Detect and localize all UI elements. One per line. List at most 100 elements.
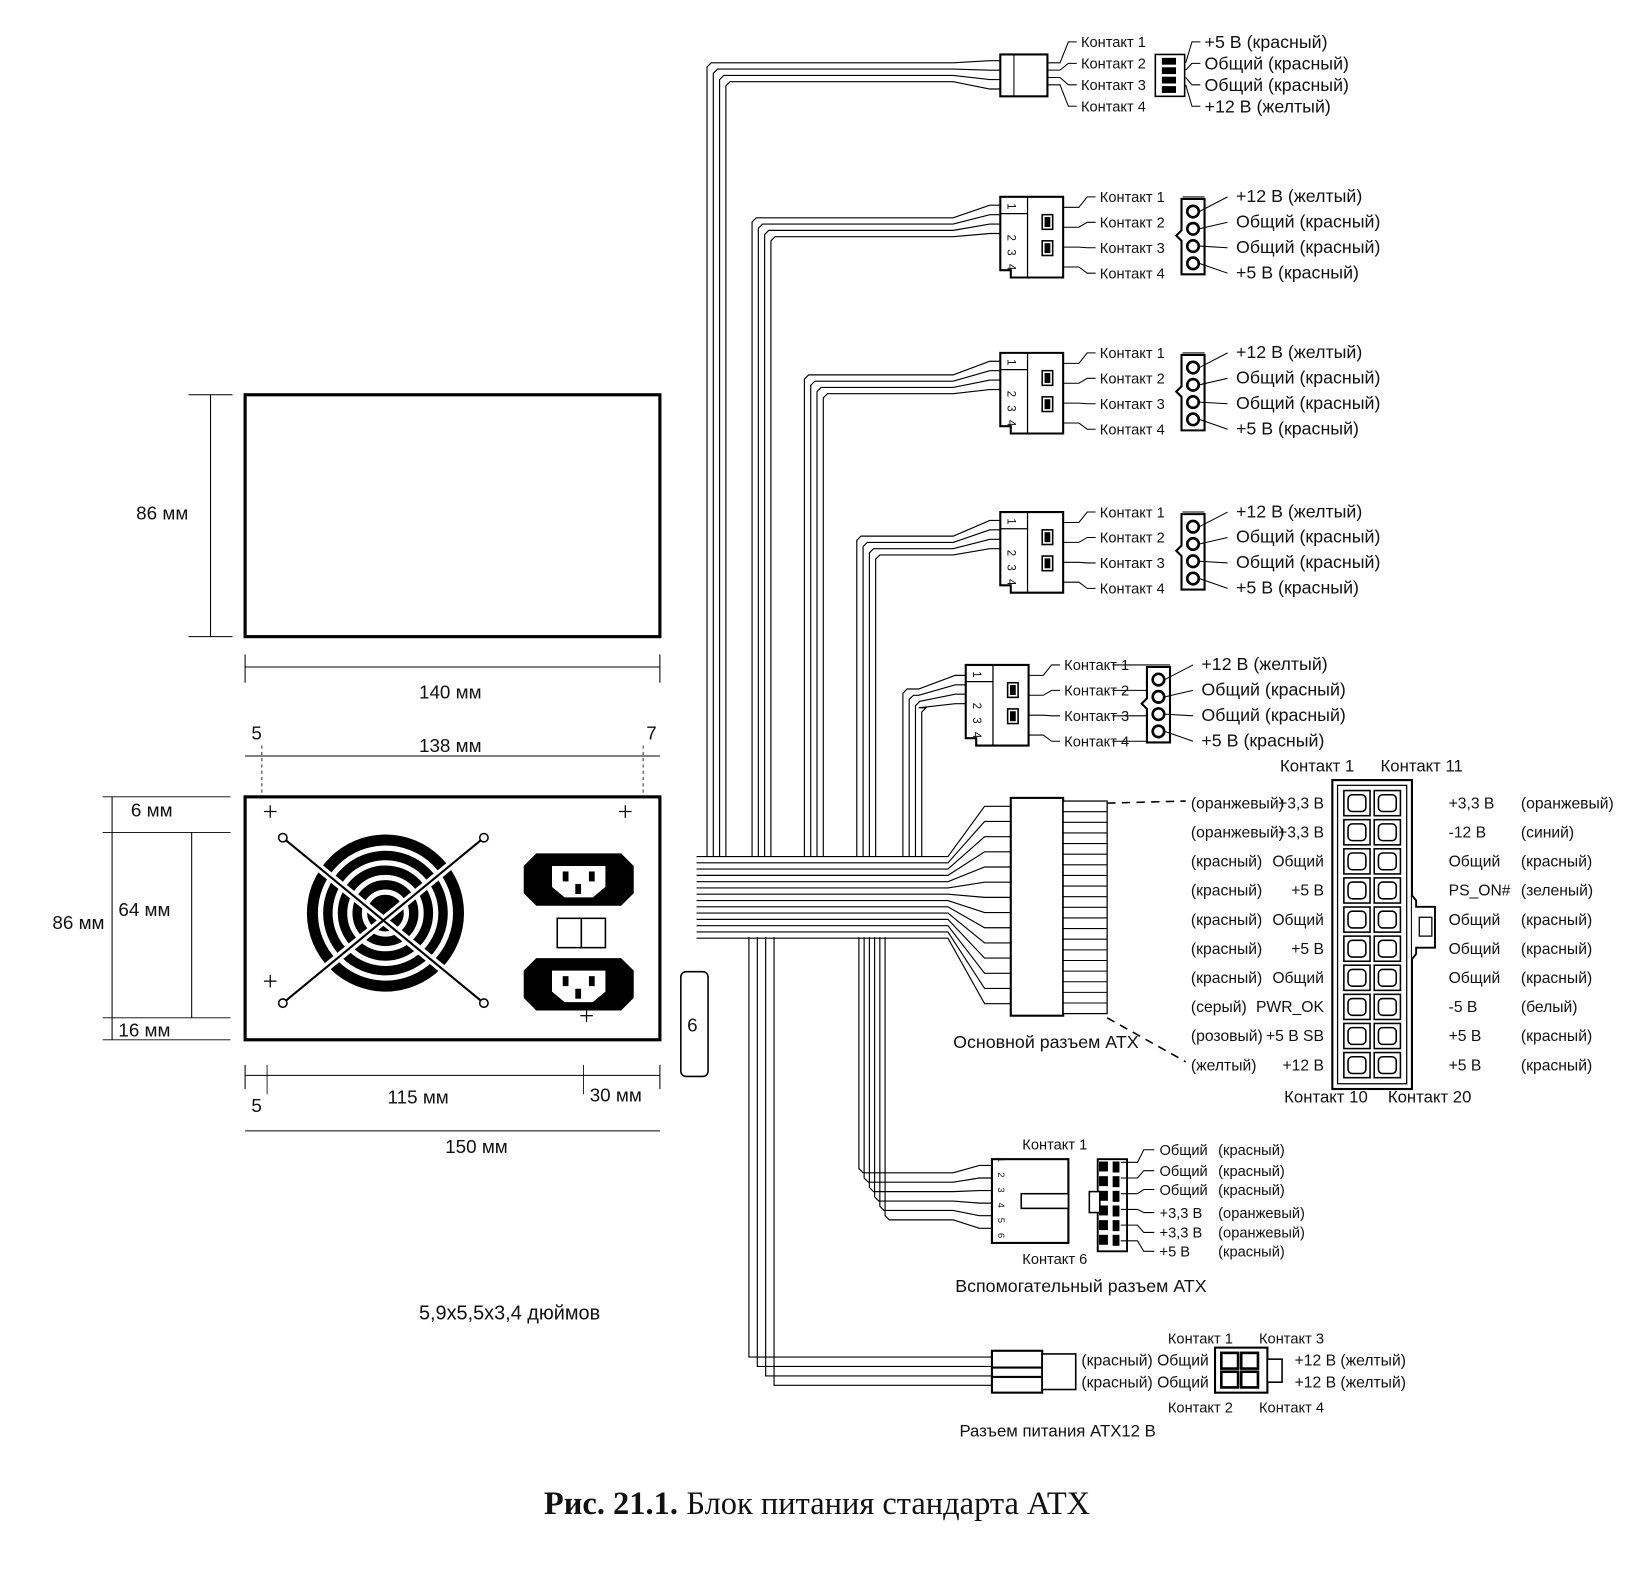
contact-label: Контакт 11: [1381, 757, 1463, 776]
callout-line: [1106, 1017, 1187, 1063]
signal-label: +3,3 В: [1278, 795, 1324, 812]
pin-number: 2: [1005, 550, 1017, 556]
wire: [914, 693, 966, 857]
caption-text: Блок питания стандарта ATX: [686, 1486, 1090, 1522]
leader-line: [1199, 536, 1228, 545]
pin-label: Общий (красный): [1236, 368, 1380, 388]
pin-socket: [1377, 939, 1398, 958]
signal-label: Общий: [1449, 941, 1501, 958]
signal-label: +3,3 В: [1160, 1226, 1203, 1242]
pin-socket: [1347, 793, 1367, 813]
leader-line: [1063, 266, 1096, 274]
signal-label: +3,3 В: [1449, 795, 1495, 812]
plug-pin: [1099, 1190, 1108, 1201]
plug-pin: [1112, 1234, 1120, 1246]
plug-pin: [1112, 1161, 1120, 1173]
leader-line: [1120, 1188, 1155, 1195]
molex-plug: [1174, 513, 1206, 591]
pin-label: Общий (красный): [1201, 705, 1345, 725]
wire: [902, 674, 966, 857]
plug-socket-icon: [1185, 554, 1201, 569]
plug-pin: [1099, 1176, 1108, 1187]
wire: [696, 805, 1011, 858]
pin-number: 1: [970, 671, 982, 677]
pin-number: 4: [1005, 420, 1017, 427]
dimension-label: 115 мм: [388, 1087, 449, 1108]
wire-color-label: (розовый): [1191, 1028, 1263, 1045]
atx12v-latch: [1266, 1358, 1283, 1383]
contact-label: Контакт 3: [1100, 241, 1165, 257]
pin-number: 4: [996, 1203, 1007, 1208]
wire-color-label: (оранжевый): [1191, 824, 1284, 841]
leader-line: [1063, 581, 1096, 589]
leader-line: [1120, 1224, 1155, 1233]
dimension-width-label: 140 мм: [419, 681, 482, 702]
wire-color-label: (оранжевый): [1191, 795, 1284, 812]
aux-atx-title: Вспомогательный разъем ATX: [955, 1276, 1206, 1296]
leader-line: [1199, 578, 1228, 589]
pin-number: 3: [1005, 405, 1017, 411]
wire-color-label: (красный): [1521, 1028, 1592, 1045]
leader-line: [1120, 1208, 1155, 1214]
wire-color-label: (оранжевый): [1521, 795, 1614, 812]
plug-socket-icon: [1185, 221, 1201, 236]
leader-line: [1063, 511, 1096, 524]
wire: [756, 937, 992, 1368]
pin-socket: [1377, 910, 1398, 929]
fan-guard: [282, 836, 485, 1004]
main-atx-title: Основной разъем ATX: [953, 1032, 1139, 1052]
wire-color-label: (красный): [1521, 854, 1592, 871]
leader-line: [1063, 352, 1096, 364]
pin-label: +5 В (красный): [1236, 418, 1359, 438]
pin-label: (красный) Общий: [1081, 1352, 1208, 1369]
signal-label: +3,3 В: [1278, 824, 1324, 841]
dimension-label: 5: [251, 722, 261, 743]
dimension-height-label: 86 мм: [136, 502, 188, 523]
leader-line: [1199, 401, 1228, 405]
signal-label: +5 В: [1449, 1028, 1482, 1045]
wire-color-label: (синий): [1521, 824, 1574, 841]
wire: [757, 214, 1001, 857]
wire: [712, 68, 1001, 857]
contact-label: Контакт 2: [1168, 1401, 1233, 1417]
leader-line: [1199, 262, 1228, 274]
signal-label: +5 В: [1160, 1245, 1191, 1261]
leader-line: [1199, 418, 1228, 430]
pin-label: +5 В (красный): [1201, 730, 1324, 750]
signal-label: -5 В: [1449, 999, 1478, 1016]
wire: [874, 937, 992, 1204]
contact-label: Контакт 4: [1100, 266, 1165, 282]
pin-number: 4: [1005, 264, 1017, 271]
contact-label: Контакт 4: [1259, 1401, 1324, 1417]
wire: [764, 223, 1001, 857]
dimension-label: 5: [251, 1095, 261, 1116]
signal-label: Общий: [1449, 970, 1501, 987]
contact-mark: [1044, 217, 1051, 227]
plug-pin: [1161, 57, 1177, 65]
contact-label: Контакт 3: [1064, 709, 1129, 725]
wire: [875, 548, 1001, 857]
psu-top-view: [243, 393, 662, 639]
contact-label: Контакт 2: [1064, 684, 1129, 700]
wire: [696, 937, 1011, 1005]
pin-number: 1: [1005, 518, 1017, 524]
contact-mark: [1044, 243, 1051, 254]
plug-socket-icon: [1151, 707, 1166, 722]
pin-number: 4: [1005, 579, 1017, 586]
leader-line: [1164, 664, 1194, 681]
pin-socket: [1377, 823, 1398, 842]
wire: [696, 820, 1011, 864]
contact-mark: [1009, 711, 1016, 722]
pin-number: 2: [1005, 391, 1017, 397]
pin-socket: [1347, 823, 1367, 842]
side-tag: [680, 970, 709, 1078]
wire-color-label: (красный): [1521, 941, 1592, 958]
plug-socket-icon: [1185, 519, 1201, 534]
pin-number: 1: [996, 1157, 1007, 1162]
dimension-label: 16 мм: [118, 1020, 170, 1041]
pin-socket: [1347, 939, 1367, 958]
contact-label: Контакт 20: [1388, 1088, 1472, 1107]
socket-pin: [588, 976, 595, 987]
socket-pin: [588, 871, 595, 882]
pin-label: Общий (красный): [1205, 54, 1349, 74]
